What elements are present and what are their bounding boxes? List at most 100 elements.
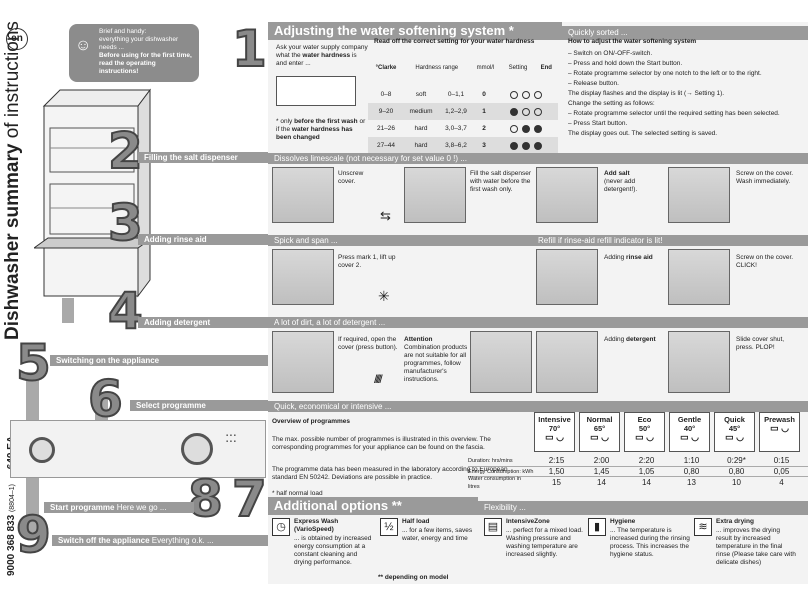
step-6-bar: Quick, economical or intensive ... <box>268 401 808 412</box>
step-2-bar: Dissolves limescale (not necessary for s… <box>268 153 808 164</box>
step-3-bar-right: Refill if rinse-aid refill indicator is … <box>532 235 808 246</box>
how-to-step: – Rotate programme selector by one notch… <box>568 70 762 77</box>
detergent-image-1 <box>272 331 334 393</box>
water-supply-text: Ask your water supply company what the w… <box>276 44 368 67</box>
rinse-caption-3: Adding rinse aid <box>604 254 653 261</box>
salt-image-1 <box>272 167 334 223</box>
programme-value: 0:15 <box>773 456 790 465</box>
indicator-dot <box>510 90 518 99</box>
option-express-wash-variospeed-[interactable]: ◷Express Wash (VarioSpeed)... is obtaine… <box>272 516 376 574</box>
step-4-number: 4 <box>107 282 144 340</box>
step-2-label: Filling the salt dispenser <box>138 152 268 163</box>
step-3-number: 3 <box>107 194 144 252</box>
programme-value: 10 <box>732 478 741 487</box>
rinse-image-4 <box>668 249 730 305</box>
step-9-number: 9 <box>15 506 52 564</box>
salt-image-3 <box>536 167 598 223</box>
detergent-image-4 <box>668 331 730 393</box>
programme-value: 2:20 <box>638 456 655 465</box>
how-to-title: How to adjust the water softening system <box>568 38 697 45</box>
salt-caption-4: Screw on the cover. Wash immediately. <box>736 170 794 185</box>
salt-caption-3: Add salt(never add detergent!). <box>604 170 638 193</box>
programme-icon: ▭ ◡ <box>545 432 564 442</box>
indicator-dot <box>522 90 530 99</box>
step-4-bar: A lot of dirt, a lot of detergent ... <box>268 317 808 328</box>
read-off-title: Read off the correct setting for your wa… <box>374 38 535 45</box>
programme-value: 0:29* <box>727 456 746 465</box>
swap-icon: ⇆ <box>380 208 391 223</box>
salt-image-4 <box>668 167 730 223</box>
depending-note: ** depending on model <box>378 574 449 581</box>
control-panel: ▪ ▪ ▪▪ ▪ ▪ <box>10 420 266 478</box>
programme-selector-knob[interactable] <box>181 433 213 465</box>
programme-icon: ▭ ◡ <box>635 432 654 442</box>
on-off-knob[interactable] <box>29 437 55 463</box>
step-4-label: Adding detergent <box>138 317 268 328</box>
how-to-step: – Switch on ON/-OFF-switch. <box>568 50 653 57</box>
rinse-caption-4: Screw on the cover. CLICK! <box>736 254 794 269</box>
programme-icon: ▭ ◡ <box>725 432 744 442</box>
water-hardness-entry-box[interactable] <box>276 76 356 106</box>
overview-text: The max. possible number of programmes i… <box>272 436 491 451</box>
step-7-header: Additional options ** <box>268 497 478 515</box>
path-connector <box>62 298 74 323</box>
step-5-number: 5 <box>15 334 52 392</box>
measured-text: The programme data has been measured in … <box>272 466 508 481</box>
indicator-dot <box>522 124 530 133</box>
how-to-step: – Rotate programme selector until the re… <box>568 110 780 117</box>
how-to-step: – Press and hold down the Start button. <box>568 60 683 67</box>
programme-button-prewash[interactable]: Prewash▭ ◡ <box>759 412 800 452</box>
programme-value: 2:00 <box>593 456 610 465</box>
overview-title: Overview of programmes <box>272 418 351 425</box>
programme-value: 4 <box>779 478 784 487</box>
how-to-step: – Release button. <box>568 80 619 87</box>
step-1-number: 1 <box>231 20 268 78</box>
programme-icon: ▭ ◡ <box>590 432 609 442</box>
how-to-step: Change the setting as follows: <box>568 100 655 107</box>
step-3-label: Adding rinse aid <box>138 234 268 245</box>
spray-icon: ///// <box>374 372 383 386</box>
step-2-number: 2 <box>107 122 144 180</box>
option-extra-drying[interactable]: ≋Extra drying... improves the drying res… <box>694 516 798 574</box>
dishwasher-illustration <box>32 88 164 298</box>
step-8-number: 8 <box>187 470 224 528</box>
indicator-dot <box>534 90 542 99</box>
step-6-label: Select programme <box>130 400 268 411</box>
extra-drying-icon: ≋ <box>694 518 712 536</box>
programme-value: 1,45 <box>593 467 610 476</box>
option-hygiene[interactable]: ▮Hygiene... The temperature is increased… <box>588 516 692 574</box>
smiley-icon: ☺ <box>75 37 92 54</box>
half-load-note: * half normal load <box>272 490 323 497</box>
intensive-zone-icon: ▤ <box>484 518 502 536</box>
rinse-image-1 <box>272 249 334 305</box>
salt-caption-1: Unscrew cover. <box>338 170 364 185</box>
indicator-dot <box>510 124 518 133</box>
vertical-title: Dishwasher summary of instructions <box>2 21 23 340</box>
detergent-caption-3: Adding detergent <box>604 336 656 343</box>
option-intensivezone[interactable]: ▤IntensiveZone... perfect for a mixed lo… <box>484 516 588 574</box>
rinse-caption-1: Press mark 1, lift up cover 2. <box>338 254 396 269</box>
programme-value: 1,50 <box>548 467 565 476</box>
indicator-lights: ▪ ▪ ▪▪ ▪ ▪ <box>226 433 236 445</box>
language-badge: en <box>6 28 28 50</box>
indicator-dot <box>534 141 542 150</box>
indicator-dot <box>522 107 530 116</box>
step-5-label: Switching on the appliance <box>50 355 268 366</box>
rinse-image-3 <box>536 249 598 305</box>
programme-value: 14 <box>642 478 651 487</box>
indicator-dot <box>534 124 542 133</box>
hygiene-icon: ▮ <box>588 518 606 536</box>
how-to-step: The display flashes and the display is l… <box>568 90 725 97</box>
